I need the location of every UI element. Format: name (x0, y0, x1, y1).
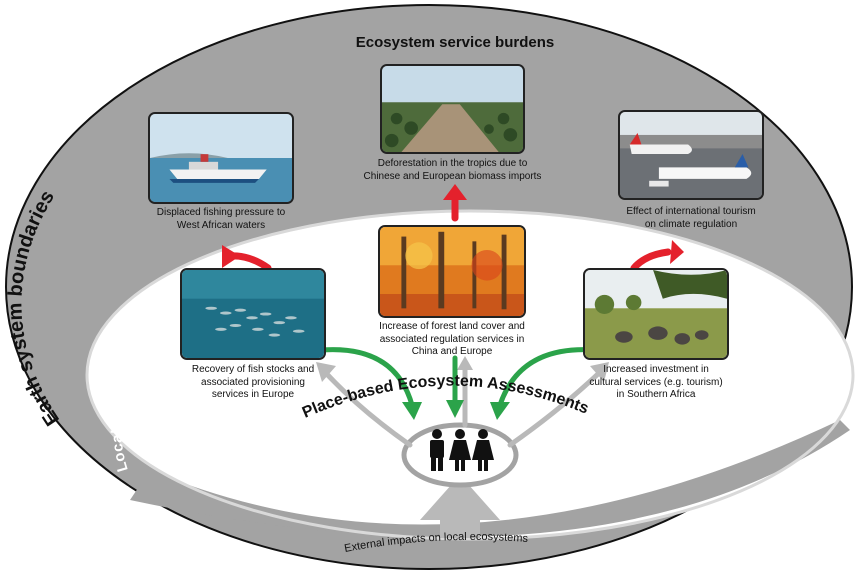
pressure-arrows (322, 365, 603, 448)
fish-school-photo (180, 268, 326, 360)
local-caption-forest: Increase of forest land cover and associ… (379, 321, 525, 357)
fishing-ship-photo (148, 112, 294, 204)
local-caption-fish-stocks: Recovery of fish stocks and associated p… (191, 364, 315, 400)
burden-caption-deforestation: Deforestation in the tropics due to Chin… (363, 158, 542, 182)
inner-boundary-line (85, 209, 855, 541)
benefit-arrowheads (402, 400, 510, 420)
people-icon (430, 429, 494, 471)
benefit-arrows (319, 347, 598, 408)
diagram-title: Ecosystem service burdens (355, 34, 555, 51)
pressure-arrowheads (316, 356, 609, 382)
local-caption-tourism: Increased investment in cultural service… (589, 364, 723, 400)
burden-caption-tourism: Effect of international tourism on clima… (626, 206, 756, 230)
elephant-savanna-photo (583, 268, 729, 360)
deforestation-photo (380, 64, 525, 154)
external-impact-arrow (420, 475, 500, 538)
burden-arrowheads (222, 184, 684, 268)
airport-photo (618, 110, 764, 200)
autumn-forest-photo (378, 225, 526, 318)
burden-caption-fishing: Displaced fishing pressure to West Afric… (156, 207, 286, 231)
external-impacts-band (130, 420, 850, 538)
